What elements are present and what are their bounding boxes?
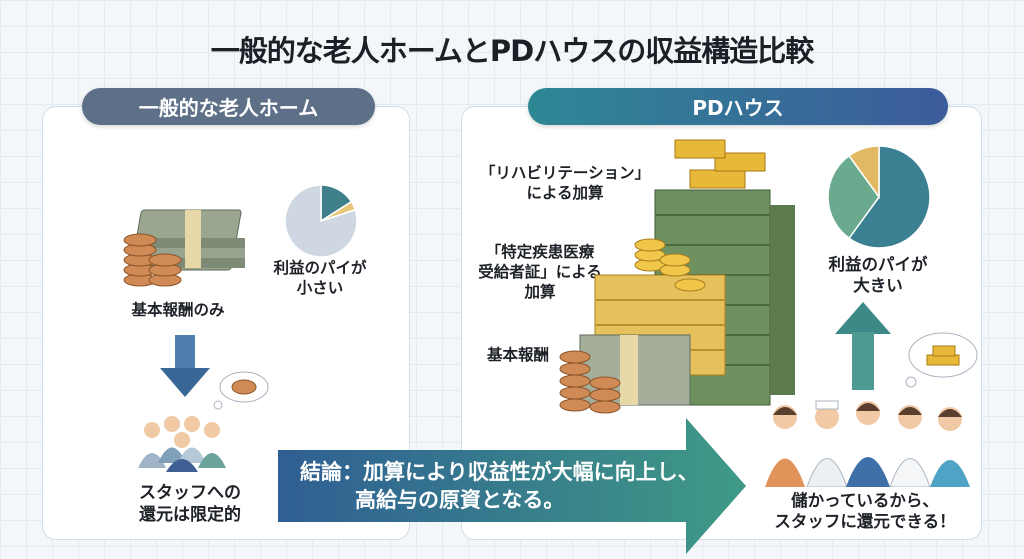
staff-label-line: 儲かっているから、 [791,491,939,510]
staff-label-line: 還元は限定的 [139,505,241,526]
large-money-stack-illustration [559,139,795,414]
staff-group-small-illustration [138,416,226,472]
staff-label-line: スタッフに還元できる！ [774,512,956,532]
conclusion-text: 結論：加算により収益性が大幅に向上し、高給与の原資となる。 [300,458,699,515]
pie-label-line: 利益のパイが [828,255,928,274]
conclusion-arrow [278,418,746,554]
thought-bubble-gold-icon [905,332,978,388]
right-header: PDハウス [528,88,948,125]
label-line: による加算 [526,184,604,203]
left-header: 一般的な老人ホーム [82,88,375,125]
conclusion-line: 高給与の原資となる。 [355,488,565,513]
right-staff-label: 儲かっているから、スタッフに還元できる！ [770,490,960,533]
up-arrow-icon [835,302,891,390]
down-arrow-icon [160,335,210,397]
staff-label-line: スタッフへの [139,483,241,503]
pie-chart-small [284,184,358,258]
label-line: 「特定疾患医療 [485,243,595,261]
label-line: 「リハビリテーション」 [479,164,651,182]
label-line: 受給者証」による [478,263,602,282]
pie-label-line: 小さい [296,279,344,298]
pie-slice-gold [847,145,880,200]
pie-label-line: 大きい [853,276,903,296]
page-title: 一般的な老人ホームとPDハウスの収益構造比較 [210,34,814,68]
pie-label-line: 利益のパイが [273,259,367,277]
thought-bubble-coin-icon [213,371,269,410]
pie-slice-other [284,184,358,258]
happy-staff-group-illustration [765,400,970,487]
rehab-addition-label: 「リハビリテーション」による加算 [475,163,655,203]
disease-cert-addition-label: 「特定疾患医療受給者証」による加算 [475,242,605,302]
small-pie-label: 利益のパイが小さい [260,258,380,298]
base-only-label: 基本報酬のみ [131,301,225,319]
pie-chart-large [827,145,931,249]
left-staff-label: スタッフへの還元は限定的 [120,482,260,526]
pie-slice-profit [847,145,931,249]
large-pie-label: 利益のパイが大きい [813,254,943,297]
conclusion-line: 結論：加算により収益性が大幅に向上し、 [300,460,699,484]
base-fee-label: 基本報酬 [486,346,549,364]
pie-slice-green [827,154,880,240]
money-stack-illustration [123,209,245,287]
label-line: 加算 [524,283,556,302]
